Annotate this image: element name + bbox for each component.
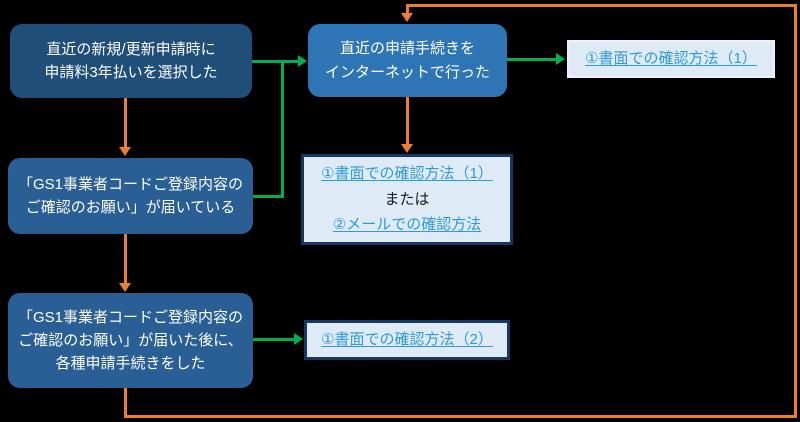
result-box-paper-or-mail-methods: ①書面での確認方法（1） または ②メールでの確認方法	[301, 154, 513, 245]
green-arrowhead-into-paper1-box	[556, 53, 565, 65]
green-arrowhead-into-paper2-box	[294, 333, 303, 345]
orange-arrowhead-into-internet-box	[401, 13, 413, 22]
green-connector-internet-to-paper1	[507, 58, 557, 61]
orange-loop-segment-bottom	[124, 415, 797, 418]
link-paper-confirmation-method-1[interactable]: ①書面での確認方法（1）	[585, 50, 757, 68]
result-box-paper-method-2: ①書面での確認方法（2）	[304, 320, 510, 360]
link-mail-confirmation-method[interactable]: ②メールでの確認方法	[332, 216, 482, 234]
orange-connector-pay3year-to-notice	[124, 98, 127, 148]
orange-arrowhead-into-notice-box	[119, 147, 131, 156]
green-connector-applied-to-paper2	[253, 338, 296, 341]
node-notice-received-condition: 「GS1事業者コードご登録内容の ご確認のお願い」が届いている	[8, 158, 253, 234]
orange-loop-segment-down-from-applied	[124, 388, 127, 417]
result-box-paper-method-1-top: ①書面での確認方法（1）	[567, 40, 775, 78]
node-text-line: 「GS1事業者コードご登録内容の	[17, 308, 244, 326]
orange-arrowhead-into-applied-box	[119, 283, 131, 292]
green-connector-merge-vertical	[281, 60, 284, 198]
orange-loop-segment-right	[794, 4, 797, 418]
orange-arrowhead-into-midlinks-box	[401, 144, 413, 153]
node-text-line: 申請料3年払いを選択した	[44, 64, 218, 81]
node-applied-after-notice-condition: 「GS1事業者コードご登録内容の ご確認のお願い」が届いた後に、 各種申請手続き…	[8, 293, 253, 388]
or-label: または	[384, 190, 430, 208]
orange-loop-segment-top	[406, 4, 797, 7]
node-text-line: ご確認のお願い」が届いた後に、	[18, 331, 243, 349]
node-text-line: 各種申請手続きをした	[55, 355, 206, 373]
orange-connector-notice-to-applied	[124, 234, 127, 284]
link-paper-confirmation-method-1[interactable]: ①書面での確認方法（1）	[321, 165, 493, 183]
green-connector-pay3year-to-internet	[252, 60, 300, 63]
green-arrowhead-into-internet-box	[298, 55, 307, 67]
orange-loop-segment-drop	[406, 4, 409, 14]
orange-connector-internet-to-midlinks	[406, 97, 409, 145]
node-text-line: 「GS1事業者コードご登録内容の	[17, 175, 244, 193]
node-pay3year-condition: 直近の新規/更新申請時に 申請料3年払いを選択した	[10, 24, 252, 98]
node-internet-procedure-condition: 直近の申請手続きを インターネットで行った	[308, 24, 507, 97]
node-text-line: 直近の新規/更新申請時に	[46, 40, 216, 58]
node-text-line: 直近の申請手続きを	[339, 40, 475, 58]
node-text-line: インターネットで行った	[324, 63, 490, 81]
link-paper-confirmation-method-2[interactable]: ①書面での確認方法（2）	[321, 331, 493, 349]
green-connector-notice-to-merge	[253, 195, 284, 198]
node-text-line: ご確認のお願い」が届いている	[25, 199, 236, 216]
